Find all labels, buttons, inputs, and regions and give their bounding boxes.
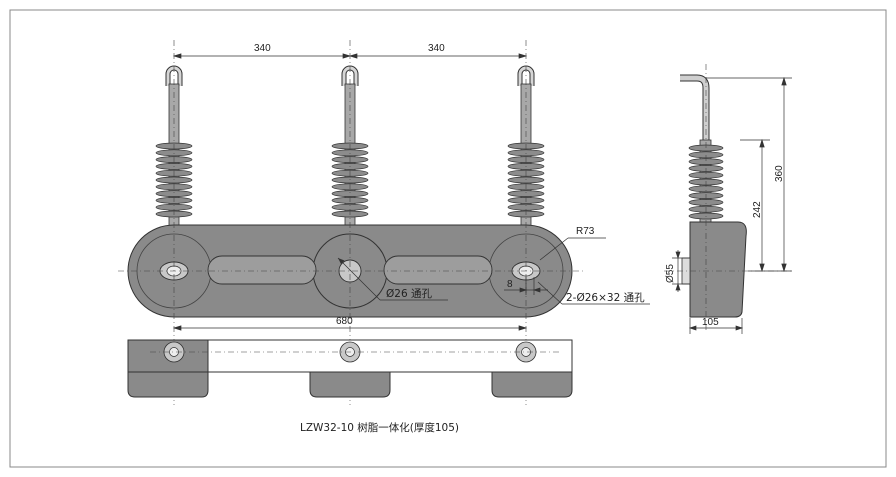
side-view: 360 242 Ø55 105 bbox=[664, 64, 792, 334]
dim-thickness: 105 bbox=[702, 317, 719, 328]
center-hole-arrow bbox=[338, 258, 345, 264]
dim-height-total: 360 bbox=[774, 165, 785, 182]
bottom-view bbox=[127, 339, 573, 398]
top-dimension bbox=[172, 53, 528, 59]
dim-overall-width: 680 bbox=[336, 316, 353, 327]
dim-spacing-right: 340 bbox=[428, 43, 445, 54]
insulator-post-center bbox=[331, 65, 369, 227]
dim-base-diameter: Ø55 bbox=[665, 264, 676, 283]
dim-hole-center: Ø26 通孔 bbox=[386, 287, 432, 300]
drawing-border bbox=[9, 9, 887, 468]
front-view: 340 340 680 Ø26 通孔 R73 8 bbox=[118, 40, 650, 434]
overall-dimension bbox=[172, 325, 528, 331]
dim-spacing-left: 340 bbox=[254, 43, 271, 54]
drawing-caption: LZW32-10 树脂一体化(厚度105) bbox=[300, 421, 459, 434]
slot-window-right bbox=[383, 255, 493, 285]
slot-window-left bbox=[207, 255, 317, 285]
radius-leader bbox=[539, 237, 606, 261]
slot-hole-leader bbox=[537, 281, 650, 305]
dim-slot-holes: 2-Ø26×32 通孔 bbox=[566, 291, 645, 304]
dim-offset: 8 bbox=[507, 279, 513, 290]
offset-dimension bbox=[504, 277, 548, 295]
dim-radius: R73 bbox=[576, 226, 595, 237]
center-hole-leader bbox=[337, 257, 448, 301]
dim-height-insulator: 242 bbox=[752, 201, 763, 218]
